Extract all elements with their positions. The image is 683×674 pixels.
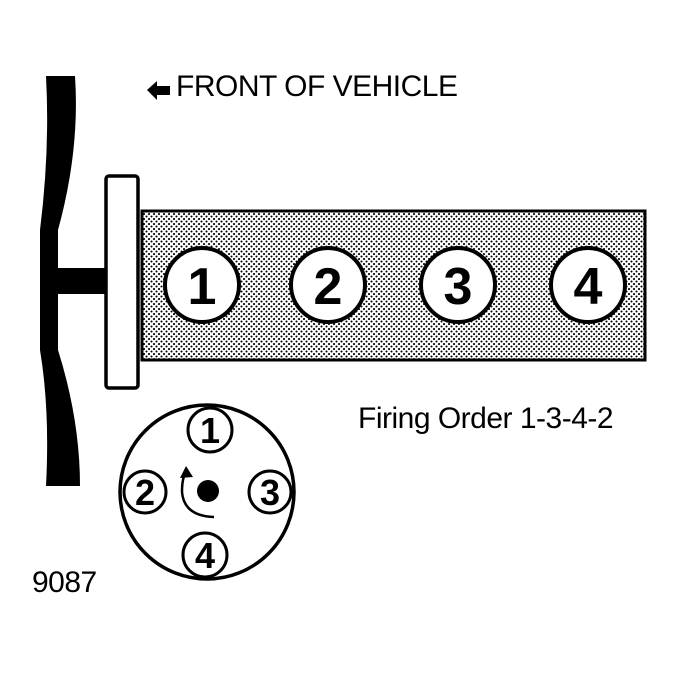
cylinder-4-label: 4 <box>574 258 603 316</box>
distributor-terminal-4-label: 4 <box>195 535 215 576</box>
counterclockwise-arrow-icon <box>180 466 215 519</box>
cylinder-4: 4 <box>549 246 627 324</box>
front-of-vehicle-label: FRONT OF VEHICLE <box>176 70 458 103</box>
distributor-terminal-3: 3 <box>247 469 293 515</box>
distributor-terminal-2: 2 <box>122 469 168 515</box>
figure-number: 9087 <box>32 566 97 599</box>
pulley <box>104 174 140 390</box>
arrow-left-icon <box>147 81 170 100</box>
cylinder-2: 2 <box>289 246 367 324</box>
distributor-terminal-3-label: 3 <box>260 472 280 513</box>
firing-order-label: Firing Order 1-3-4-2 <box>358 402 614 435</box>
rotor-center <box>197 480 219 502</box>
distributor-terminal-4: 4 <box>181 531 229 579</box>
distributor-terminal-1: 1 <box>186 406 234 454</box>
fan-blade <box>40 76 80 486</box>
cylinder-3-label: 3 <box>444 258 473 316</box>
distributor-terminal-1-label: 1 <box>200 410 220 451</box>
cylinder-2-label: 2 <box>314 258 343 316</box>
fan-shaft <box>56 268 106 294</box>
cylinder-3: 3 <box>419 246 497 324</box>
cylinder-1: 1 <box>163 246 241 324</box>
cylinder-1-label: 1 <box>188 258 217 316</box>
distributor-terminal-2-label: 2 <box>135 472 155 513</box>
